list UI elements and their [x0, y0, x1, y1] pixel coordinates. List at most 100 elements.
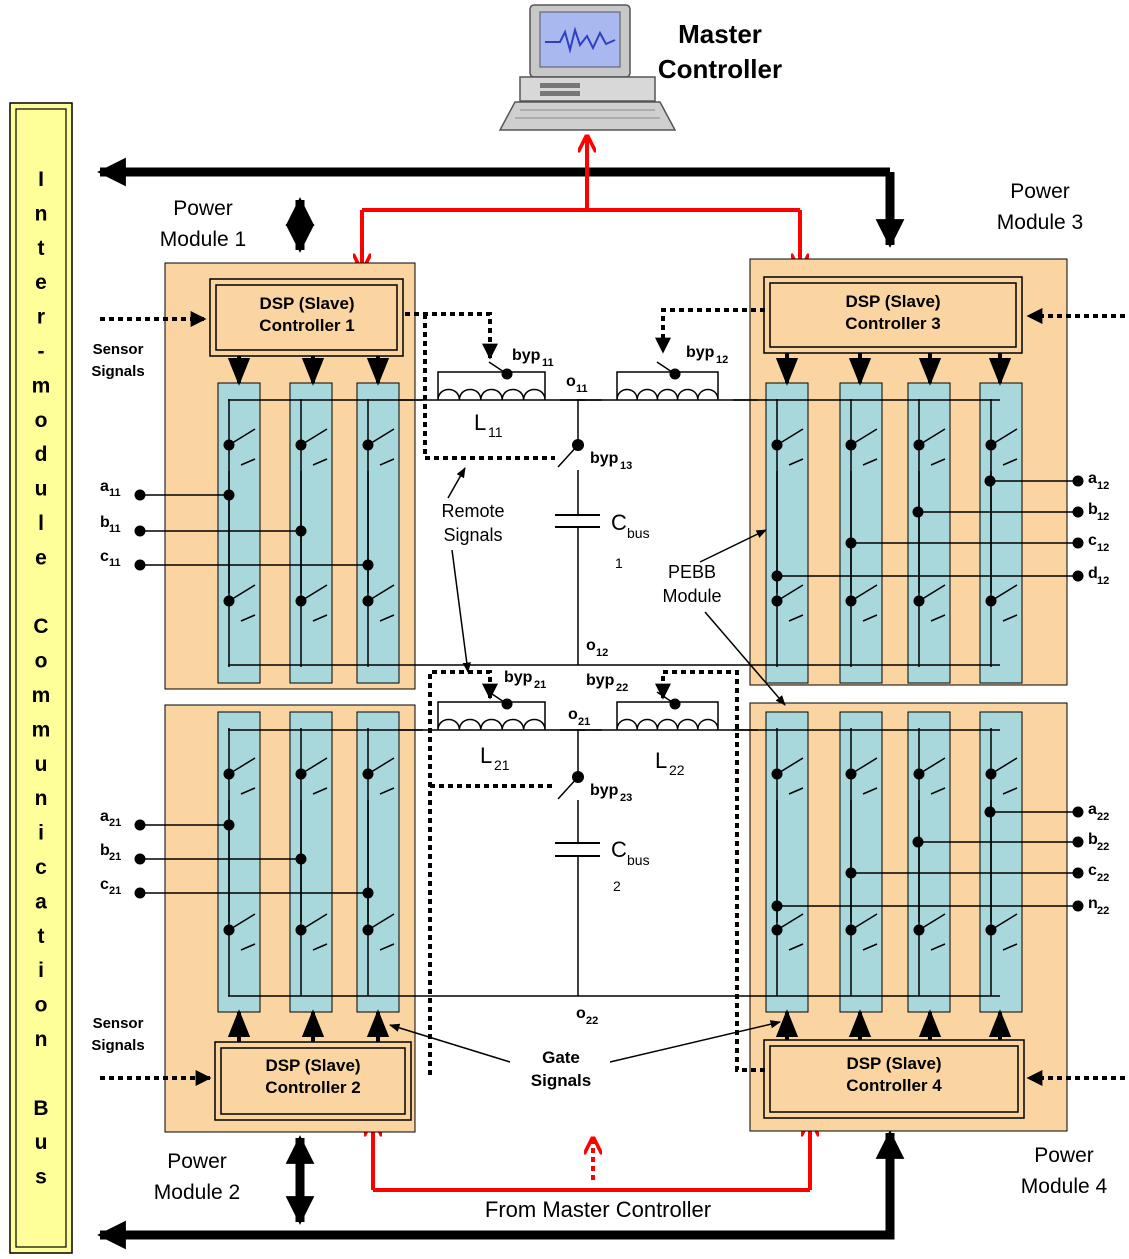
svg-text:C: C [611, 510, 627, 535]
svg-text:L: L [474, 410, 486, 435]
svg-text:bus: bus [627, 525, 650, 541]
bus-letter: - [38, 340, 45, 363]
svg-text:byp: byp [590, 450, 619, 467]
bus-letter: o [35, 650, 48, 673]
gate-signals-line2: Signals [531, 1071, 591, 1090]
sensor-signals-2-line2: Signals [91, 1037, 144, 1054]
module-3-label-line2: Module 3 [997, 211, 1083, 234]
inductor [398, 691, 585, 732]
bus-letter: C [33, 615, 48, 638]
bus-letter: m [32, 374, 51, 397]
module-2-label-line1: Power [167, 1150, 227, 1173]
pebb-column [839, 382, 883, 684]
svg-text:11: 11 [488, 424, 503, 440]
svg-text:b: b [100, 514, 110, 531]
svg-text:22: 22 [669, 762, 685, 778]
inductor [577, 361, 758, 402]
inductors [398, 361, 758, 800]
svg-text:c: c [1088, 532, 1097, 549]
gate-signal-arrows [227, 353, 1012, 1042]
bus-letter: e [35, 546, 47, 569]
svg-text:o: o [566, 373, 576, 390]
svg-text:bus: bus [627, 852, 650, 868]
svg-text:22: 22 [1097, 841, 1109, 853]
svg-text:22: 22 [1097, 905, 1109, 917]
svg-text:22: 22 [616, 682, 628, 694]
module-2-label-line2: Module 2 [154, 1181, 240, 1204]
computer-icon [498, 4, 677, 131]
svg-text:Controller 3: Controller 3 [845, 314, 940, 333]
bus-letter: o [35, 409, 48, 432]
pebb-column [289, 711, 333, 1013]
svg-text:12: 12 [596, 647, 608, 659]
bus-letter: o [35, 994, 48, 1017]
bus-letter: n [35, 1028, 48, 1051]
svg-text:11: 11 [109, 523, 121, 535]
dsp-controller-3: DSP (Slave) Controller 3 [763, 276, 1023, 354]
svg-text:1: 1 [615, 555, 623, 571]
bus-letter: m [32, 684, 51, 707]
svg-text:o: o [586, 637, 596, 654]
svg-text:o: o [568, 706, 578, 723]
master-title-line1: Master [678, 19, 762, 49]
svg-text:byp: byp [590, 782, 619, 799]
svg-text:12: 12 [716, 354, 728, 366]
svg-text:Controller 4: Controller 4 [846, 1076, 942, 1095]
bus-letter: a [35, 890, 47, 913]
svg-text:21: 21 [109, 851, 121, 863]
bus-letter: t [38, 237, 45, 260]
svg-text:a: a [100, 808, 109, 825]
svg-text:23: 23 [620, 792, 632, 804]
bus-letter: n [35, 202, 48, 225]
pebb-column [765, 382, 809, 684]
bus-letter: i [38, 959, 44, 982]
svg-text:c: c [1088, 862, 1097, 879]
svg-text:byp: byp [504, 669, 533, 686]
pebb-column [839, 711, 883, 1013]
svg-text:13: 13 [620, 460, 632, 472]
svg-text:L: L [655, 748, 667, 773]
dsp-controller-4: DSP (Slave) Controller 4 [763, 1039, 1025, 1119]
svg-text:b: b [100, 842, 110, 859]
bus-letter: l [38, 512, 44, 535]
module-1-label-line1: Power [173, 197, 233, 220]
svg-text:11: 11 [109, 557, 121, 569]
pebb-column [907, 711, 951, 1013]
svg-text:o: o [576, 1005, 586, 1022]
dsp-controller-1: DSP (Slave) Controller 1 [209, 278, 404, 357]
svg-text:DSP (Slave): DSP (Slave) [259, 294, 354, 313]
bus-letter: n [35, 787, 48, 810]
from-master-controller-label: From Master Controller [485, 1197, 711, 1222]
svg-text:n: n [1088, 895, 1098, 912]
bus-letter: t [38, 925, 45, 948]
svg-text:DSP (Slave): DSP (Slave) [265, 1056, 360, 1075]
bus-letter: e [35, 271, 47, 294]
bus-letter: d [35, 443, 48, 466]
bus-letter: u [35, 1131, 48, 1154]
bus-connections [97, 157, 905, 1250]
module-1-label-line2: Module 1 [160, 228, 246, 251]
sensor-signals-1-line2: Signals [91, 363, 144, 380]
svg-text:b: b [1088, 831, 1098, 848]
svg-text:12: 12 [1097, 575, 1109, 587]
svg-text:L: L [480, 743, 492, 768]
svg-text:DSP (Slave): DSP (Slave) [845, 292, 940, 311]
svg-text:c: c [100, 876, 109, 893]
